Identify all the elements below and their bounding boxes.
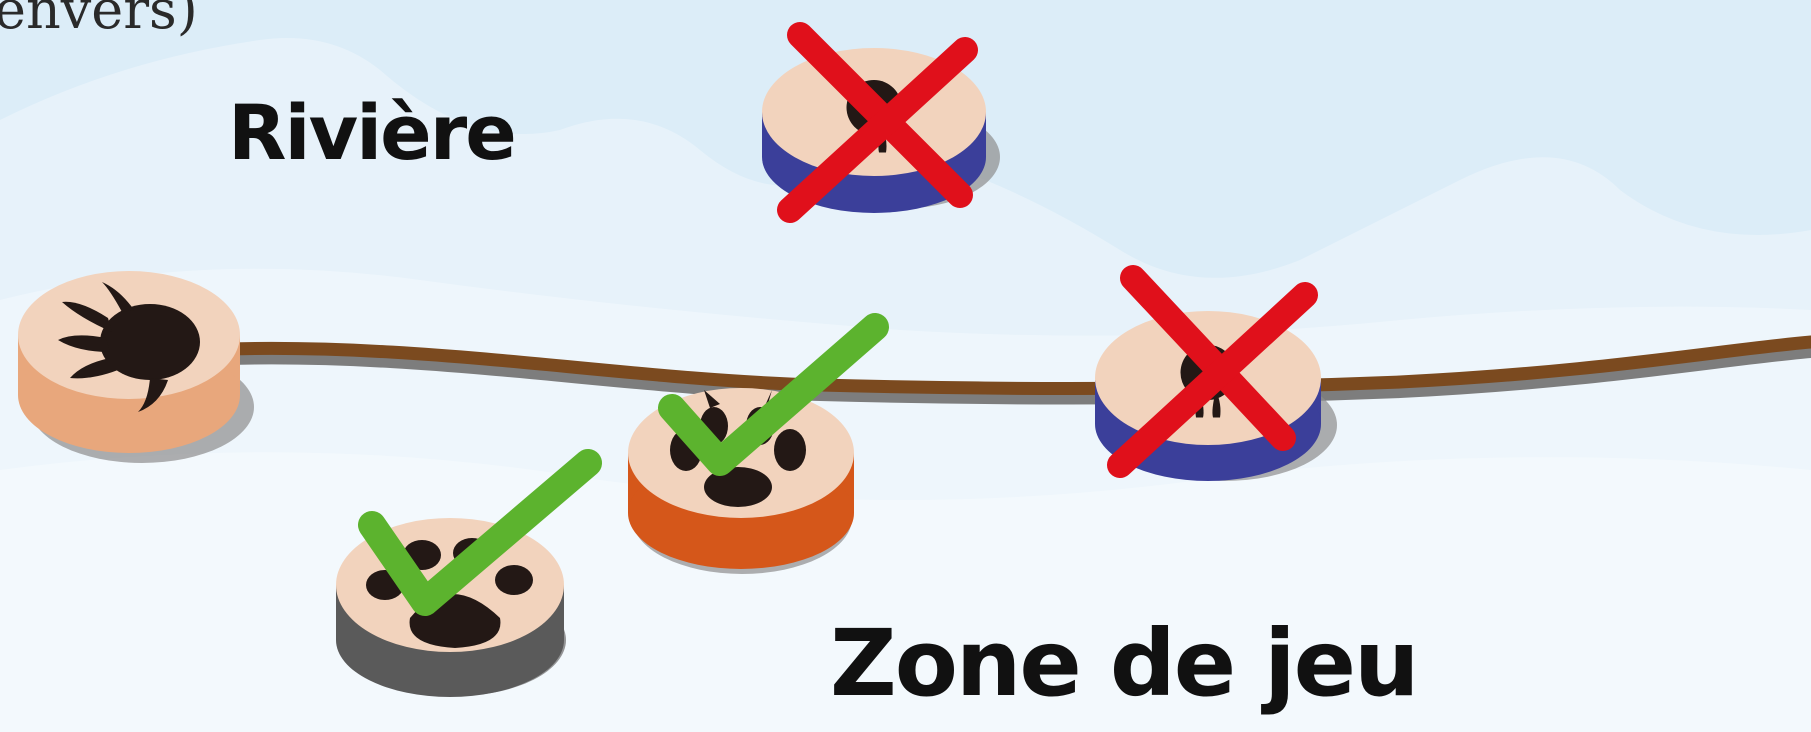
river-label: Rivière — [228, 88, 515, 177]
hand-token — [18, 271, 254, 463]
play-zone-label: Zone de jeu — [830, 610, 1418, 717]
caption-fragment: envers) — [0, 0, 198, 41]
